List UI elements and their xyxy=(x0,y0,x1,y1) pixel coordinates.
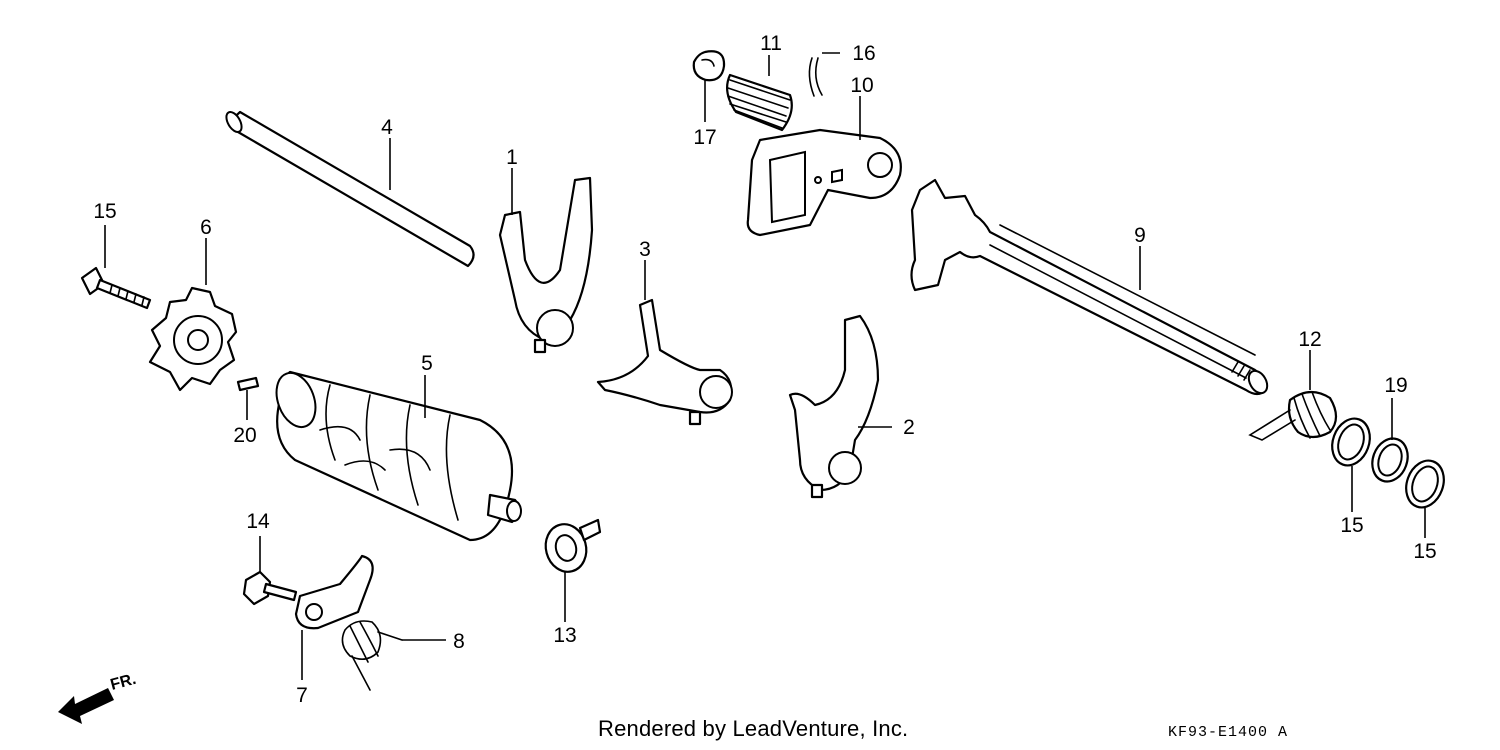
callout-1: 1 xyxy=(506,146,518,169)
callout-15-left: 15 xyxy=(1340,514,1363,537)
callout-12: 12 xyxy=(1298,328,1321,351)
shift-fork-shaft xyxy=(225,110,475,268)
callout-9: 9 xyxy=(1134,224,1146,247)
callout-15-right: 15 xyxy=(1413,540,1436,563)
callout-10: 10 xyxy=(850,74,873,97)
circlip-18 xyxy=(692,50,726,82)
callout-2: 2 xyxy=(903,416,915,439)
callout-14: 14 xyxy=(246,510,270,533)
callout-18: 17 xyxy=(693,126,716,149)
callout-4: 4 xyxy=(381,116,393,139)
front-arrow-icon xyxy=(58,688,114,724)
shift-drum-star xyxy=(148,286,238,392)
shift-plate xyxy=(746,128,902,237)
stopper-arm xyxy=(294,554,374,630)
return-spring-12 xyxy=(1248,390,1338,441)
callout-20: 20 xyxy=(233,424,256,447)
callout-8: 8 xyxy=(453,630,465,653)
callout-16: 15 xyxy=(93,200,116,223)
shift-fork-2 xyxy=(788,314,880,499)
stopper-spring xyxy=(341,620,403,691)
dowel-pin xyxy=(236,376,260,392)
front-label: FR. xyxy=(109,671,138,694)
callout-6: 6 xyxy=(200,216,212,239)
washer-15-b xyxy=(1405,459,1445,509)
stopper-plate xyxy=(544,518,602,573)
bolt-16 xyxy=(80,266,152,310)
circlip-19 xyxy=(1371,437,1409,483)
leader-lines xyxy=(104,52,1426,680)
render-credit: Rendered by LeadVenture, Inc. xyxy=(598,716,909,741)
callout-11: 11 xyxy=(760,32,782,55)
washer-15-a xyxy=(1331,417,1371,467)
shift-fork-1 xyxy=(498,176,594,354)
callout-5: 5 xyxy=(421,352,433,375)
shift-fork-3 xyxy=(596,298,733,426)
callout-19: 19 xyxy=(1384,374,1407,397)
front-direction-marker: FR. xyxy=(58,671,138,724)
callout-17: 16 xyxy=(852,42,875,65)
bolt-14 xyxy=(242,570,298,606)
diagram-code: KF93-E1400 A xyxy=(1168,724,1289,741)
callout-13: 13 xyxy=(553,624,576,647)
callout-7: 7 xyxy=(296,684,308,707)
clip-17 xyxy=(808,57,823,97)
shift-drum xyxy=(275,370,522,542)
gearshift-spindle xyxy=(910,178,1269,396)
callout-3: 3 xyxy=(639,238,651,261)
return-spring-11 xyxy=(725,73,793,132)
